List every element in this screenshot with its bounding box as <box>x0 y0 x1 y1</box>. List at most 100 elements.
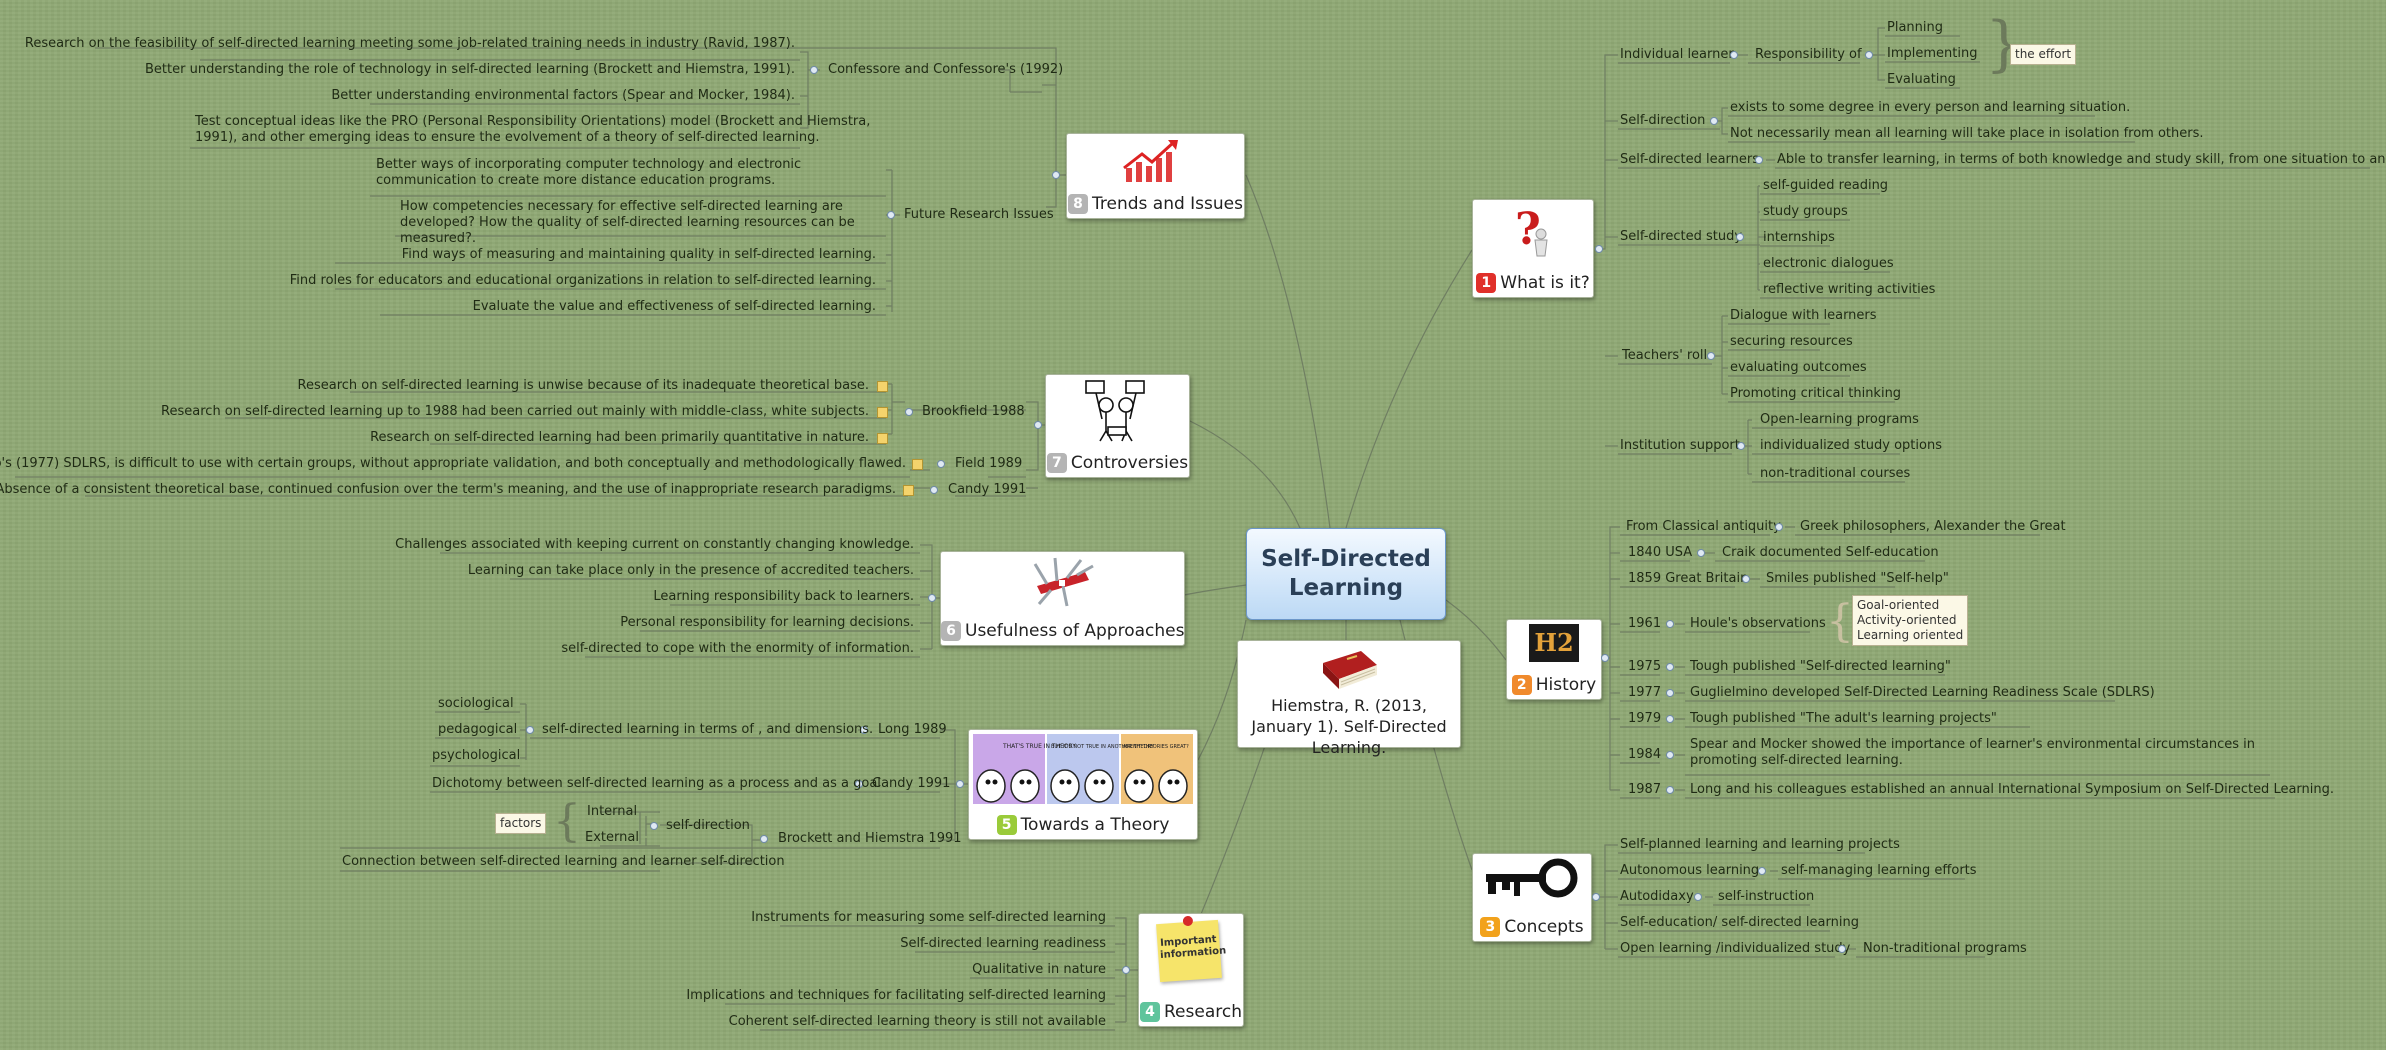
node-usefulness-item[interactable]: Learning responsibility back to learners… <box>653 589 914 604</box>
node-institution-item[interactable]: Open-learning programs <box>1760 412 1919 427</box>
collapse-toggle[interactable] <box>1601 654 1609 662</box>
collapse-toggle[interactable] <box>1666 689 1674 697</box>
node-candy-1991[interactable]: Candy 1991 <box>872 776 951 791</box>
collapse-toggle[interactable] <box>1052 171 1060 179</box>
node-dimension[interactable]: sociological <box>438 696 514 711</box>
node-concept-detail[interactable]: self-managing learning efforts <box>1781 863 1977 878</box>
node-study-item[interactable]: internships <box>1763 230 1835 245</box>
collapse-toggle[interactable] <box>1666 715 1674 723</box>
node-study-item[interactable]: study groups <box>1763 204 1848 219</box>
node-history-era[interactable]: 1840 USA <box>1628 545 1693 560</box>
node-internal[interactable]: Internal <box>587 804 638 819</box>
collapse-toggle[interactable] <box>956 780 964 788</box>
collapse-toggle[interactable] <box>855 780 863 788</box>
node-confessore-item[interactable]: Test conceptual ideas like the PRO (Pers… <box>195 114 871 145</box>
node-study-item[interactable]: self-guided reading <box>1763 178 1889 193</box>
node-teacher-item[interactable]: Dialogue with learners <box>1730 308 1877 323</box>
node-history-event[interactable]: Tough published "Self-directed learning" <box>1690 659 1951 674</box>
node-confessore-item[interactable]: Better understanding the role of technol… <box>145 62 795 77</box>
node-concept[interactable]: Autodidaxy <box>1620 889 1694 904</box>
node-evaluating[interactable]: Evaluating <box>1887 72 1956 87</box>
node-concept[interactable]: Self-planned learning and learning proje… <box>1620 837 1900 852</box>
collapse-toggle[interactable] <box>1730 51 1738 59</box>
node-self-direction[interactable]: Self-direction <box>1620 113 1706 128</box>
collapse-toggle[interactable] <box>1592 893 1600 901</box>
node-dimension[interactable]: pedagogical <box>438 722 518 737</box>
node-research-item[interactable]: Coherent self-directed learning theory i… <box>728 1014 1106 1029</box>
summary-houle-types[interactable]: Goal-oriented Activity-oriented Learning… <box>1852 595 1969 646</box>
node-usefulness-item[interactable]: self-directed to cope with the enormity … <box>561 641 914 656</box>
node-concept[interactable]: Autonomous learning <box>1620 863 1760 878</box>
node-candy-dichotomy[interactable]: Dichotomy between self-directed learning… <box>432 776 881 791</box>
node-history-event[interactable]: Greek philosophers, Alexander the Great <box>1800 519 2066 534</box>
node-research-item[interactable]: Instruments for measuring some self-dire… <box>751 910 1106 925</box>
collapse-toggle[interactable] <box>1736 233 1744 241</box>
node-controversy-item[interactable]: Absence of a consistent theoretical base… <box>0 482 896 497</box>
node-history-event[interactable]: Long and his colleagues established an a… <box>1690 782 2335 797</box>
node-confessore-item[interactable]: Better understanding environmental facto… <box>331 88 795 103</box>
node-history-era[interactable]: 1977 <box>1628 685 1662 700</box>
summary-factors[interactable]: factors <box>495 813 547 834</box>
note-icon[interactable] <box>877 381 888 392</box>
node-institution-support[interactable]: Institution support <box>1620 438 1740 453</box>
node-future-item[interactable]: Find roles for educators and educational… <box>289 273 876 288</box>
collapse-toggle[interactable] <box>1666 663 1674 671</box>
node-controversy-item[interactable]: Research on self-directed learning is un… <box>297 378 869 393</box>
collapse-toggle[interactable] <box>1742 575 1750 583</box>
summary-the-effort[interactable]: the effort <box>2010 44 2077 65</box>
node-individual-learner[interactable]: Individual learner <box>1620 47 1734 62</box>
node-long-1989[interactable]: Long 1989 <box>878 722 947 737</box>
collapse-toggle[interactable] <box>1758 867 1766 875</box>
collapse-toggle[interactable] <box>1865 51 1873 59</box>
node-teachers-roll[interactable]: Teachers' roll <box>1622 348 1708 363</box>
collapse-toggle[interactable] <box>860 726 868 734</box>
collapse-toggle[interactable] <box>1755 156 1763 164</box>
collapse-toggle[interactable] <box>930 486 938 494</box>
node-institution-item[interactable]: non-traditional courses <box>1760 466 1911 481</box>
collapse-toggle[interactable] <box>1666 786 1674 794</box>
node-usefulness-item[interactable]: Personal responsibility for learning dec… <box>620 615 914 630</box>
node-research-item[interactable]: Qualitative in nature <box>972 962 1106 977</box>
node-future-item[interactable]: Find ways of measuring and maintaining q… <box>401 247 876 262</box>
node-history-event[interactable]: Guglielmino developed Self-Directed Lear… <box>1690 685 2155 700</box>
collapse-toggle[interactable] <box>1666 751 1674 759</box>
collapse-toggle[interactable] <box>526 726 534 734</box>
collapse-toggle[interactable] <box>650 822 658 830</box>
node-controversy-item[interactable]: Research on self-directed learning had b… <box>370 430 869 445</box>
node-brockett-hiemstra[interactable]: Brockett and Hiemstra 1991 <box>778 831 962 846</box>
collapse-toggle[interactable] <box>760 835 768 843</box>
node-usefulness-item[interactable]: Learning can take place only in the pres… <box>467 563 914 578</box>
collapse-toggle[interactable] <box>928 594 936 602</box>
node-concept[interactable]: Self-education/ self-directed learning <box>1620 915 1859 930</box>
node-research-item[interactable]: Implications and techniques for facilita… <box>686 988 1106 1003</box>
collapse-toggle[interactable] <box>1595 245 1603 253</box>
node-concept[interactable]: Open learning /individualized study <box>1620 941 1851 956</box>
node-teacher-item[interactable]: evaluating outcomes <box>1730 360 1867 375</box>
node-self-direction[interactable]: self-direction <box>666 818 750 833</box>
node-institution-item[interactable]: individualized study options <box>1760 438 1942 453</box>
node-concept-detail[interactable]: self-instruction <box>1718 889 1815 904</box>
node-sd-not-isolation[interactable]: Not necessarily mean all learning will t… <box>1730 126 2204 141</box>
node-future-item[interactable]: Better ways of incorporating computer te… <box>376 157 802 188</box>
node-concept-detail[interactable]: Non-traditional programs <box>1863 941 2027 956</box>
collapse-toggle[interactable] <box>1710 117 1718 125</box>
node-history-event[interactable]: Houle's observations <box>1690 616 1826 631</box>
node-research-item[interactable]: Self-directed learning readiness <box>900 936 1106 951</box>
node-self-directed-study[interactable]: Self-directed study <box>1620 229 1743 244</box>
node-field-1989[interactable]: Field 1989 <box>955 456 1023 471</box>
node-brookfield-1988[interactable]: Brookfield 1988 <box>922 404 1025 419</box>
collapse-toggle[interactable] <box>1707 352 1715 360</box>
node-history-event[interactable]: Craik documented Self-education <box>1722 545 1939 560</box>
collapse-toggle[interactable] <box>810 66 818 74</box>
note-icon[interactable] <box>877 407 888 418</box>
node-controversy-item[interactable]: Research on self-directed learning up to… <box>161 404 869 419</box>
node-history-era[interactable]: 1859 Great Britain <box>1628 571 1749 586</box>
node-external[interactable]: External <box>585 830 639 845</box>
node-able-to-transfer[interactable]: Able to transfer learning, in terms of b… <box>1777 152 2386 167</box>
collapse-toggle[interactable] <box>1775 523 1783 531</box>
